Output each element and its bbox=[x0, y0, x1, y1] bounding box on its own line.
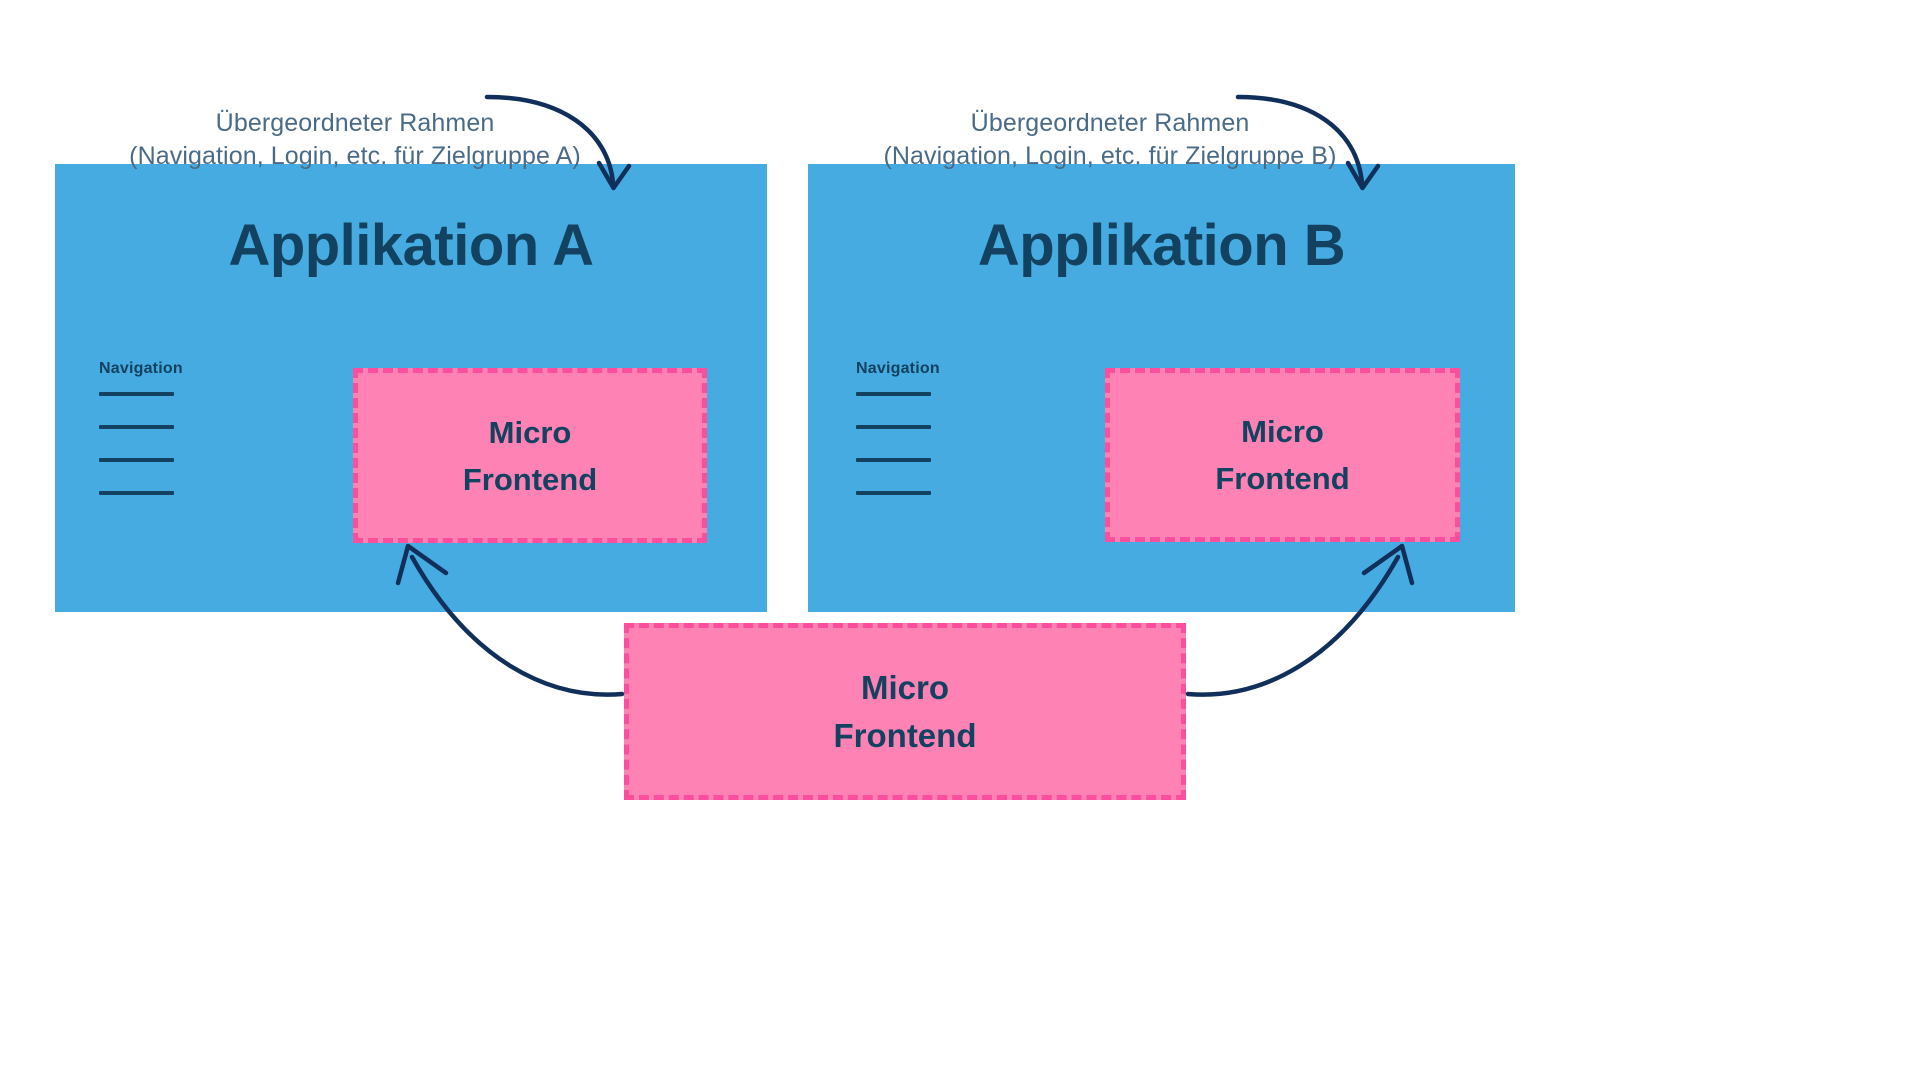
navigation-item-a-4[interactable] bbox=[99, 491, 174, 495]
micro-frontend-a-line-2: Frontend bbox=[462, 461, 598, 497]
caption-application-b: Übergeordneter Rahmen (Navigation, Login… bbox=[810, 107, 1410, 173]
navigation-item-a-1[interactable] bbox=[99, 392, 174, 396]
navigation-block-a: Navigation bbox=[99, 360, 183, 495]
application-b-title: Applikation B bbox=[977, 213, 1346, 278]
shared-micro-frontend-line-1: Micro bbox=[860, 668, 949, 706]
navigation-item-b-4[interactable] bbox=[856, 491, 931, 495]
caption-b-line-1: Übergeordneter Rahmen bbox=[970, 109, 1250, 137]
micro-frontend-box-b[interactable]: Micro Frontend bbox=[1105, 368, 1460, 542]
navigation-label-b: Navigation bbox=[856, 360, 940, 377]
application-a-title: Applikation A bbox=[228, 213, 594, 278]
shared-micro-frontend-box[interactable]: Micro Frontend bbox=[624, 623, 1186, 800]
caption-a-line-2: (Navigation, Login, etc. für Zielgruppe … bbox=[129, 142, 581, 170]
micro-frontend-b-line-1: Micro bbox=[1241, 414, 1324, 449]
micro-frontend-box-a[interactable]: Micro Frontend bbox=[353, 368, 707, 543]
navigation-item-b-2[interactable] bbox=[856, 425, 931, 429]
micro-frontend-a-line-1: Micro bbox=[488, 414, 572, 450]
navigation-item-a-3[interactable] bbox=[99, 458, 174, 462]
micro-frontend-b-line-2: Frontend bbox=[1215, 461, 1350, 496]
navigation-label-a: Navigation bbox=[99, 360, 183, 377]
shared-micro-frontend-line-2: Frontend bbox=[833, 716, 977, 754]
navigation-item-a-2[interactable] bbox=[99, 425, 174, 429]
navigation-block-b: Navigation bbox=[856, 360, 940, 495]
navigation-item-b-3[interactable] bbox=[856, 458, 931, 462]
navigation-item-b-1[interactable] bbox=[856, 392, 931, 396]
caption-a-line-1: Übergeordneter Rahmen bbox=[215, 109, 495, 137]
caption-application-a: Übergeordneter Rahmen (Navigation, Login… bbox=[55, 107, 655, 173]
caption-b-line-2: (Navigation, Login, etc. für Zielgruppe … bbox=[883, 142, 1337, 170]
